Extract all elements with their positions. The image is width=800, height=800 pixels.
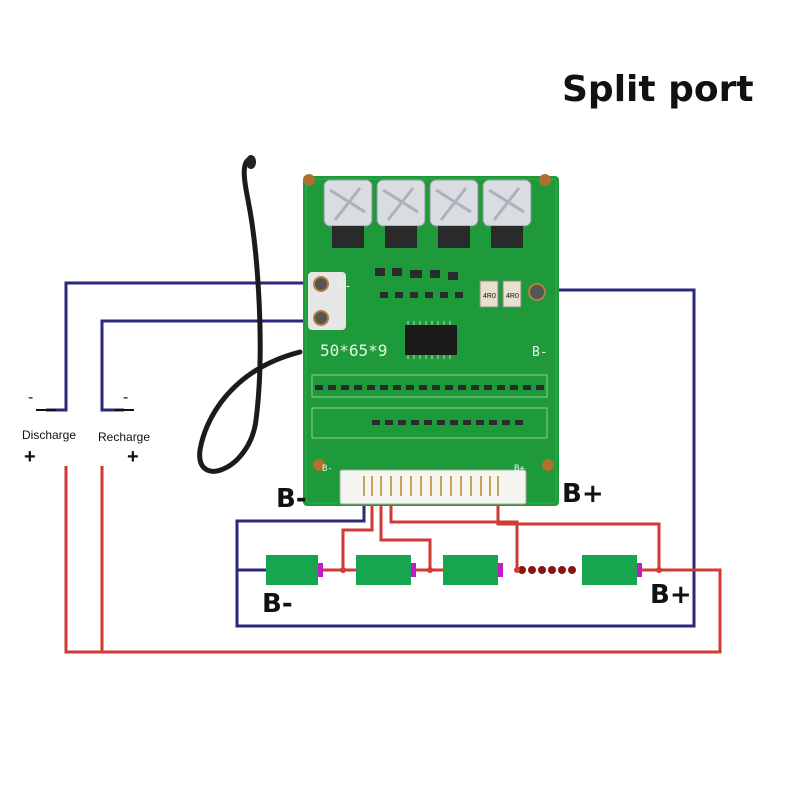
mosfet-3 (429, 179, 479, 248)
cell-2-terminal (411, 563, 416, 577)
cell-3-terminal (498, 563, 503, 577)
b-minus-pack-label: B- (262, 589, 293, 619)
board-model-label: 50*65*9 (320, 341, 387, 360)
recharge-minus-sign: - (123, 389, 128, 406)
battery-cell-1 (266, 555, 323, 585)
mount-hole-tr (539, 174, 551, 186)
mosfet-4 (482, 179, 532, 248)
p-minus-terminal-1 (313, 276, 329, 292)
wire-b-minus-loop (235, 288, 696, 628)
b-plus-main-label: B+ (562, 479, 604, 509)
recharge-label: Recharge (98, 430, 150, 444)
battery-pack (266, 555, 662, 585)
bms-ic-pins (407, 321, 451, 359)
pcb-label-b-plus-bottom: B+ (514, 464, 525, 474)
cell-4-terminal (637, 563, 642, 577)
junction-dots (340, 567, 662, 573)
wire-balance-2 (379, 497, 432, 570)
b-minus-terminal (528, 283, 546, 301)
recharge-plus-sign: + (127, 446, 139, 468)
wire-balance-4 (496, 497, 661, 570)
cell-continuation-dots (518, 566, 576, 574)
mount-hole-br (542, 459, 554, 471)
pcb-silkscreen (311, 374, 548, 439)
resistor-2-label: 4R0 (506, 293, 519, 300)
positive-wires (64, 466, 722, 654)
resistor-1-label: 4R0 (483, 293, 496, 300)
p-minus-terminal-2 (313, 310, 329, 326)
b-minus-main-label: B- (276, 484, 307, 514)
mount-hole-bl (313, 459, 325, 471)
battery-cell-3 (443, 555, 503, 585)
discharge-minus-sign: - (28, 389, 33, 406)
shunt-resistor-2 (502, 280, 522, 308)
b-plus-pack-label: B+ (650, 580, 692, 610)
mosfet-row (323, 179, 532, 248)
diagram-title: Split port (562, 69, 754, 110)
discharge-plus-sign: + (24, 446, 36, 468)
bms-board: P- B- 4R0 4R0 50*65*9 (303, 174, 559, 506)
bms-ic-chip (405, 325, 457, 355)
pcb-label-b-minus: B- (532, 345, 548, 360)
discharge-label: Discharge (22, 428, 76, 442)
mosfet-1 (323, 179, 373, 248)
battery-cell-2 (356, 555, 416, 585)
wire-p-minus-discharge (46, 281, 316, 412)
balance-connector (339, 469, 527, 505)
shunt-resistor-1 (479, 280, 499, 308)
wire-balance-3 (389, 497, 519, 570)
pcb-label-p-minus: P- (337, 279, 351, 293)
smd-components (315, 268, 544, 425)
mount-hole-tl (303, 174, 315, 186)
wire-positive-loop (64, 466, 722, 654)
pcb-label-b-minus-bottom: B- (322, 464, 333, 474)
wire-balance-1 (341, 497, 374, 570)
battery-cell-4 (582, 555, 642, 585)
ntc-sensor-wire (197, 157, 303, 474)
ntc-sensor-probe (246, 155, 256, 169)
balance-connector-pins (363, 476, 499, 496)
mosfet-2 (376, 179, 426, 248)
wire-p-minus-recharge (100, 319, 316, 412)
cell-1-terminal (318, 563, 323, 577)
